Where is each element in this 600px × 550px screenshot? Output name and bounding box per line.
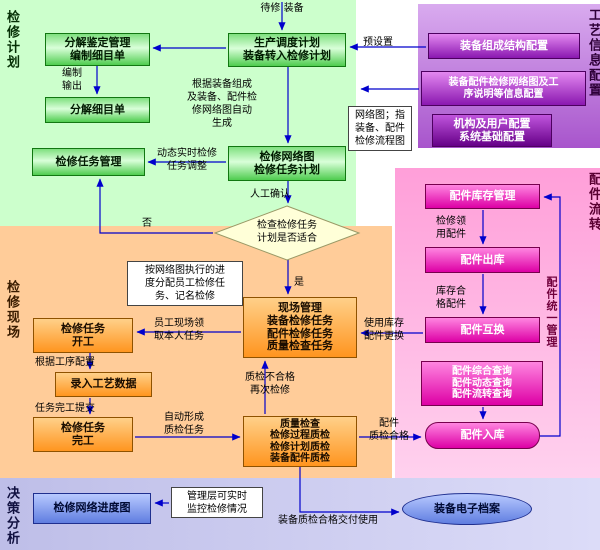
label-qualified-stock: 库存合 格配件 [436,286,466,310]
decision-diamond-text: 检查检修任务 计划是否适合 [257,220,317,244]
box-equipment-archive: 装备电子档案 [402,493,532,525]
note-task-assignment: 按网络图执行的进 度分配员工检修任 务、记名检修 [127,261,243,306]
label-auto-generate: 根据装备组成 及装备、配件检 修网络图自动 生成 [187,79,257,129]
note-network-definition: 网络图；指 装备、配件 检修流程图 [348,106,412,151]
label-qc-fail-redo: 质检不合格 再次检修 [245,372,295,396]
label-replace-from-stock: 使用库存 配件更换 [364,318,404,342]
box-detail-list: 分解细目单 [45,97,150,123]
region-label-process-config: 工艺信息配置 [586,8,600,98]
box-quality-check: 质量检查 检修过程质检 检修计划质检 装备配件质检 [243,416,357,467]
label-branch-no: 否 [142,218,152,229]
label-parts-qc-pass: 配件 质检合格 [369,418,409,442]
region-label-maintenance-plan: 检修计划 [4,10,19,70]
box-system-config: 机构及用户配置 系统基础配置 [432,114,552,147]
box-parts-inventory: 配件库存管理 [425,184,540,209]
label-process-config: 根据工序配置 [35,357,95,368]
label-claim-own-task: 员工现场领 取本人任务 [154,318,204,342]
label-submit-complete: 任务完工提交 [35,403,95,414]
region-label-parts-flow: 配件流转 [586,172,600,232]
box-parts-swap: 配件互换 [425,317,540,343]
label-deliver-for-use: 装备质检合格交付使用 [278,515,378,526]
box-task-start: 检修任务 开工 [33,318,133,353]
label-compile-output: 编制 输出 [62,68,82,92]
box-network-progress: 检修网络进度图 [33,493,151,524]
region-label-worksite: 检修现场 [4,280,19,340]
region-label-decision: 决策分析 [4,486,19,546]
box-task-finish: 检修任务 完工 [33,417,133,452]
box-parts-inbound: 配件入库 [425,422,540,449]
box-network-config: 装备配件检修网络图及工 序说明等信息配置 [421,71,586,106]
label-unified-management: 配件统一管理 [545,276,558,348]
box-decompose-management: 分解鉴定管理 编制细目单 [45,33,150,66]
label-claim-parts: 检修领 用配件 [436,216,466,240]
box-parts-outbound: 配件出库 [425,247,540,273]
box-task-management: 检修任务管理 [32,148,145,176]
decision-diamond-shape [213,205,361,261]
label-equipment-incoming: 待修 装备 [260,3,304,14]
box-record-process-data: 录入工艺数据 [55,372,152,397]
box-maintenance-network: 检修网络图 检修任务计划 [228,146,346,181]
label-manual-confirm: 人工确认 [250,189,290,200]
box-parts-query: 配件综合查询 配件动态查询 配件流转查询 [421,361,543,406]
note-management-monitor: 管理层可实时 监控检修情况 [171,487,263,518]
label-dynamic-adjust: 动态实时检修 任务调整 [157,148,217,172]
label-branch-yes: 是 [294,277,304,288]
label-preset: 预设置 [363,37,393,48]
box-production-schedule: 生产调度计划 装备转入检修计划 [228,33,346,67]
box-site-management: 现场管理 装备检修任务 配件检修任务 质量检查任务 [243,297,357,358]
box-structure-config: 装备组成结构配置 [428,33,580,59]
label-auto-qc-task: 自动形成 质检任务 [164,412,204,436]
